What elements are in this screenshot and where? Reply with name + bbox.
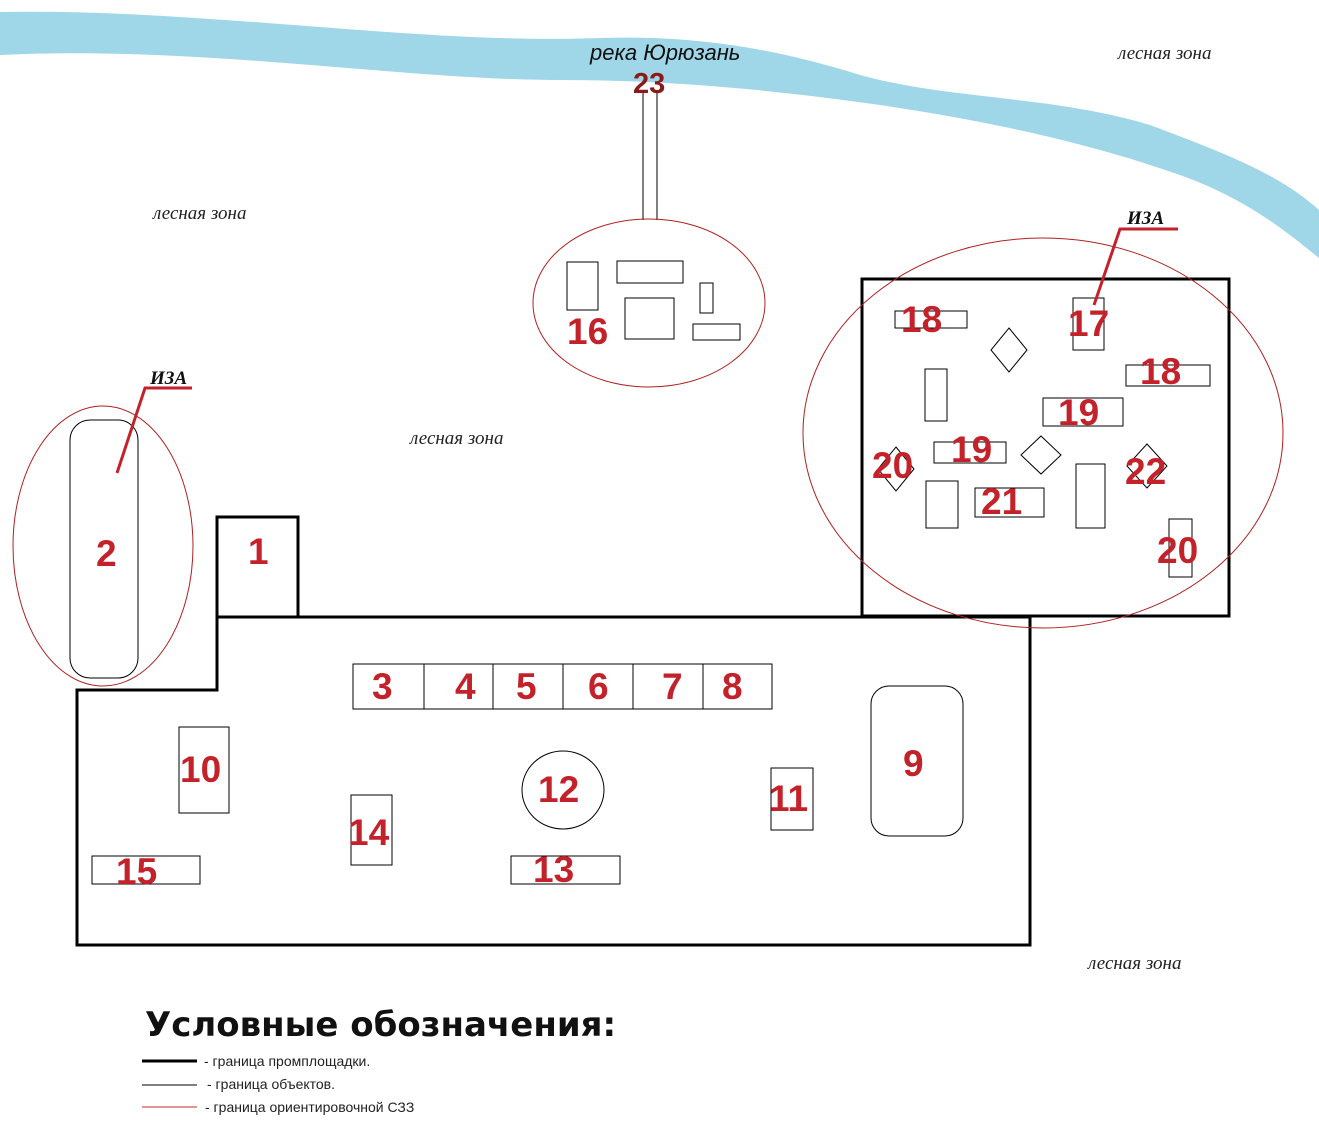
sanitary-zone-ellipse <box>802 237 1284 629</box>
legend-item-objects: - граница объектов. <box>207 1076 335 1092</box>
legend-title: Условные обозначения: <box>145 1005 616 1045</box>
building-shape <box>925 480 959 529</box>
forest-zone-label: лесная зона <box>1117 43 1211 64</box>
object-15-shape <box>91 855 201 885</box>
object-19-label: 19 <box>1058 392 1099 433</box>
forest-zone-label: лесная зона <box>152 203 246 224</box>
building-shape <box>692 323 741 341</box>
building-shape <box>566 261 599 311</box>
object-diamond-shape <box>990 327 1028 373</box>
forest-zone-label: лесная зона <box>409 428 503 449</box>
object-20-shape <box>877 446 915 492</box>
object-7-label: 7 <box>662 666 683 707</box>
object-20-shape <box>1168 518 1193 578</box>
river-label: река Юрюзань <box>589 40 740 65</box>
river <box>0 11 1319 259</box>
object-8-label: 8 <box>722 666 743 707</box>
object-14-label: 14 <box>348 812 390 853</box>
object-19-label: 19 <box>951 429 992 470</box>
building-shape <box>699 282 714 314</box>
object-20-label: 20 <box>1157 530 1198 571</box>
object-21-label: 21 <box>981 481 1022 522</box>
object-12-label: 12 <box>538 769 579 810</box>
object-17-label: 17 <box>1068 303 1109 344</box>
object-22-shape <box>1126 443 1168 489</box>
building-shape <box>1075 463 1106 529</box>
building-shape <box>624 297 675 340</box>
object-22-label: 22 <box>1125 451 1166 492</box>
object-19-shape <box>933 441 1007 464</box>
object-18-label: 18 <box>901 299 942 340</box>
object-13-shape <box>510 855 621 885</box>
object-16-label: 16 <box>567 311 608 352</box>
building-shape <box>616 260 684 284</box>
object-4-label: 4 <box>455 666 476 707</box>
object-10-label: 10 <box>180 749 221 790</box>
object-9-shape <box>870 685 964 837</box>
object-11-label: 11 <box>769 778 808 819</box>
legend-item-site: - граница промплощадки. <box>204 1053 370 1069</box>
forest-zone-label: лесная зона <box>1087 953 1181 974</box>
object-13-label: 13 <box>533 849 574 890</box>
object-1-label: 1 <box>248 531 269 572</box>
object-11-shape <box>770 767 814 831</box>
object-18-label: 18 <box>1140 351 1181 392</box>
sanitary-zone-ellipse <box>532 218 766 388</box>
object-18-shape <box>894 310 968 329</box>
object-5-label: 5 <box>516 666 537 707</box>
object-2-shape <box>69 419 139 679</box>
legend-item-szz: - граница ориентировочной СЗЗ <box>205 1099 414 1115</box>
object-14-shape <box>350 794 393 866</box>
emission-source-marker <box>1092 227 1178 306</box>
industrial-site-boundary <box>860 277 1231 618</box>
object-9-label: 9 <box>903 743 924 784</box>
object-17-shape <box>1072 297 1105 351</box>
emission-source-label: ИЗА <box>149 368 187 389</box>
object-15-label: 15 <box>116 851 157 892</box>
legend: Условные обозначения: - граница промплощ… <box>142 1005 616 1115</box>
object-6-label: 6 <box>588 666 609 707</box>
object-18-shape <box>1125 364 1211 387</box>
object-3-label: 3 <box>372 666 393 707</box>
object-10-shape <box>178 726 230 814</box>
object-12-shape <box>521 750 605 830</box>
building-shape <box>924 368 948 422</box>
object-23-label: 23 <box>633 68 665 100</box>
emission-source-marker <box>115 386 192 474</box>
object-19-shape <box>1042 397 1124 427</box>
object-20-label: 20 <box>872 445 913 486</box>
emission-source-label: ИЗА <box>1126 208 1164 229</box>
object-diamond-shape <box>1020 435 1062 475</box>
object-2-label: 2 <box>96 533 117 574</box>
sanitary-zone-ellipse <box>12 405 194 687</box>
object-21-shape <box>974 487 1045 518</box>
industrial-site-boundary <box>215 515 300 617</box>
